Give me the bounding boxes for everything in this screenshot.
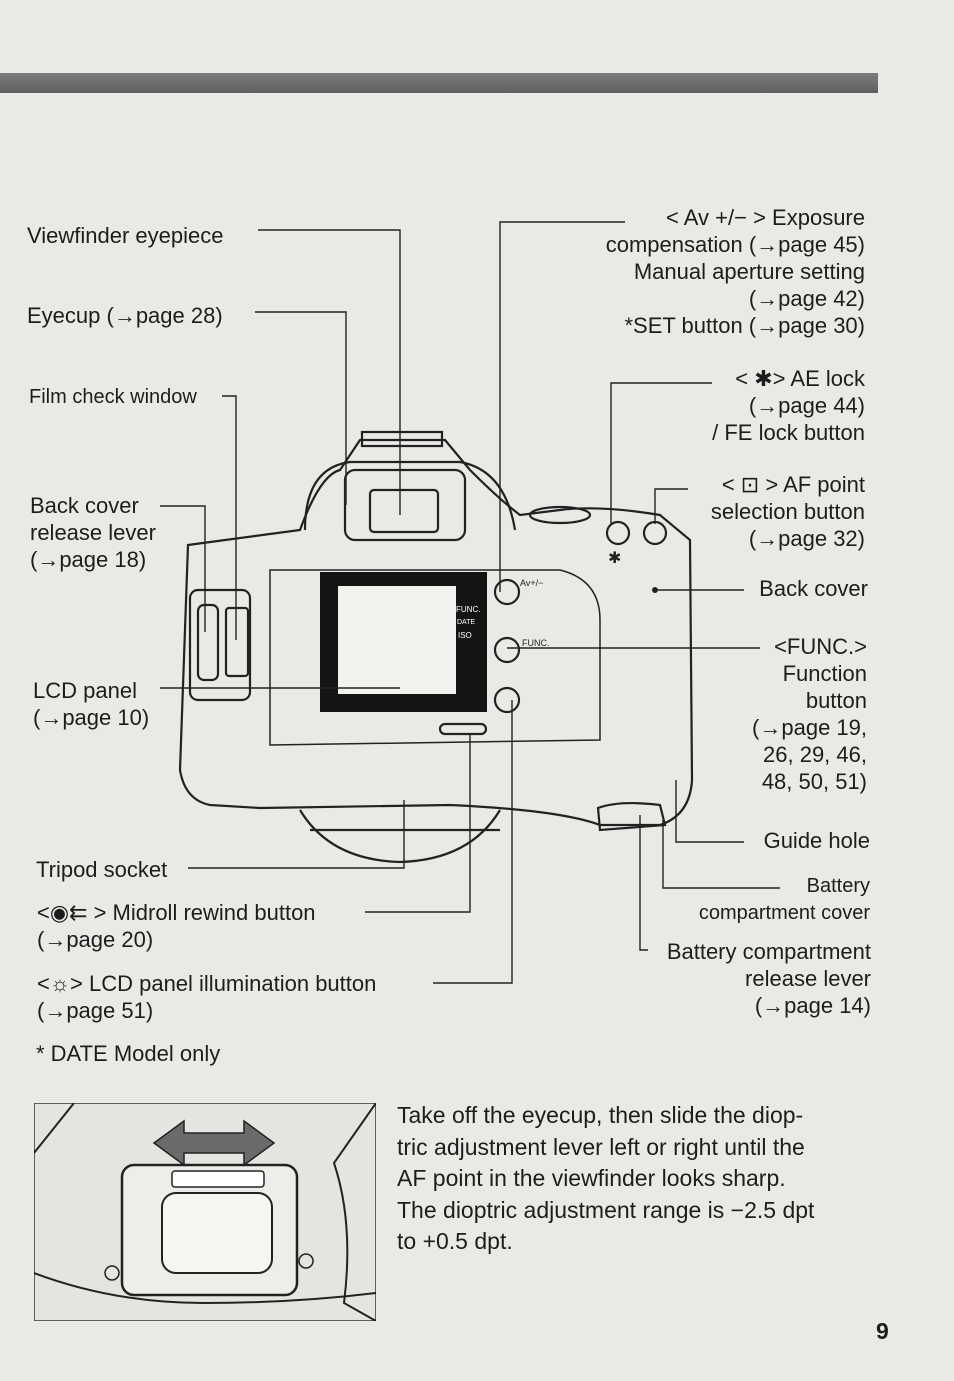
leader-tripod xyxy=(188,800,405,869)
lens-ring xyxy=(299,809,501,864)
av-button xyxy=(493,578,521,606)
camera-back-diagram: FUNC. DATE ISO Av+/− FUNC. ✱ xyxy=(160,221,780,984)
leader-illumination xyxy=(433,700,513,984)
back-cover-lever xyxy=(196,603,220,682)
label-midroll-rewind: <◉⇇ > Midroll rewind button (→page 20) xyxy=(37,900,316,952)
lcd-func-mark: FUNC. xyxy=(456,605,480,614)
label-eyecup: Eyecup (→page 28) xyxy=(27,303,223,328)
lcd-iso-mark: ISO xyxy=(458,631,472,640)
eyepiece-window xyxy=(368,488,440,534)
label-af-point: < ⊡ > AF point selection button (→page 3… xyxy=(710,472,865,551)
eyecup-adjustment-illustration xyxy=(34,1103,376,1321)
header-bar xyxy=(0,73,878,93)
midroll-rewind-switch xyxy=(438,722,488,736)
leader-viewfinder xyxy=(258,229,401,515)
dial xyxy=(528,505,592,525)
func-marking: FUNC. xyxy=(522,638,550,648)
leader-back-cover-release xyxy=(160,505,206,632)
leader-ae-lock xyxy=(610,382,712,525)
ae-lock-button xyxy=(605,520,631,546)
leader-battery-release xyxy=(639,815,648,951)
label-back-cover-release: Back cover release lever (→page 18) xyxy=(30,493,156,572)
leader-midroll xyxy=(365,734,471,913)
label-tripod-socket: Tripod socket xyxy=(36,857,168,882)
label-exposure-compensation: < Av +/− > Exposure compensation (→page … xyxy=(605,205,865,338)
label-date-note: * DATE Model only xyxy=(36,1041,221,1066)
illum-button xyxy=(493,686,521,714)
label-viewfinder-eyepiece: Viewfinder eyepiece xyxy=(27,223,224,248)
eyepiece-frame xyxy=(343,468,467,542)
left-grip xyxy=(188,588,252,702)
page-number: 9 xyxy=(876,1318,889,1344)
leader-guide-hole xyxy=(675,780,744,843)
label-film-check-window: Film check window xyxy=(29,386,197,408)
dioptric-instructions: Take off the eyecup, then slide the diop… xyxy=(397,1102,815,1254)
film-window-shape xyxy=(224,606,250,678)
leader-battery-cover xyxy=(662,820,780,889)
label-battery-release: Battery compartment release lever (→page… xyxy=(666,939,871,1018)
func-button-shape xyxy=(493,636,521,664)
leader-af-point xyxy=(654,488,688,524)
av-marking: Av+/− xyxy=(520,578,543,588)
viewfinder-hump xyxy=(303,460,517,531)
label-ae-lock: < ✱> AE lock (→page 44) / FE lock button xyxy=(712,366,865,445)
leader-eyecup xyxy=(255,311,347,505)
label-battery-cover: Battery compartment cover xyxy=(698,875,870,924)
leader-exposure xyxy=(499,221,625,592)
battery-cover xyxy=(596,801,667,832)
af-point-button xyxy=(642,520,668,546)
leader-film-window xyxy=(222,395,237,640)
camera-body xyxy=(178,438,694,827)
label-guide-hole: Guide hole xyxy=(763,828,870,853)
label-lcd-panel: LCD panel (→page 10) xyxy=(33,678,150,730)
hot-shoe xyxy=(360,430,444,448)
star-marking: ✱ xyxy=(608,550,621,567)
label-func-button: <FUNC.> Function button (→page 19, 26, 2… xyxy=(752,634,867,794)
label-lcd-illumination: <☼> LCD panel illumination button (→page… xyxy=(37,971,377,1023)
label-back-cover: Back cover xyxy=(759,576,868,601)
lcd-date-mark: DATE xyxy=(457,619,475,626)
